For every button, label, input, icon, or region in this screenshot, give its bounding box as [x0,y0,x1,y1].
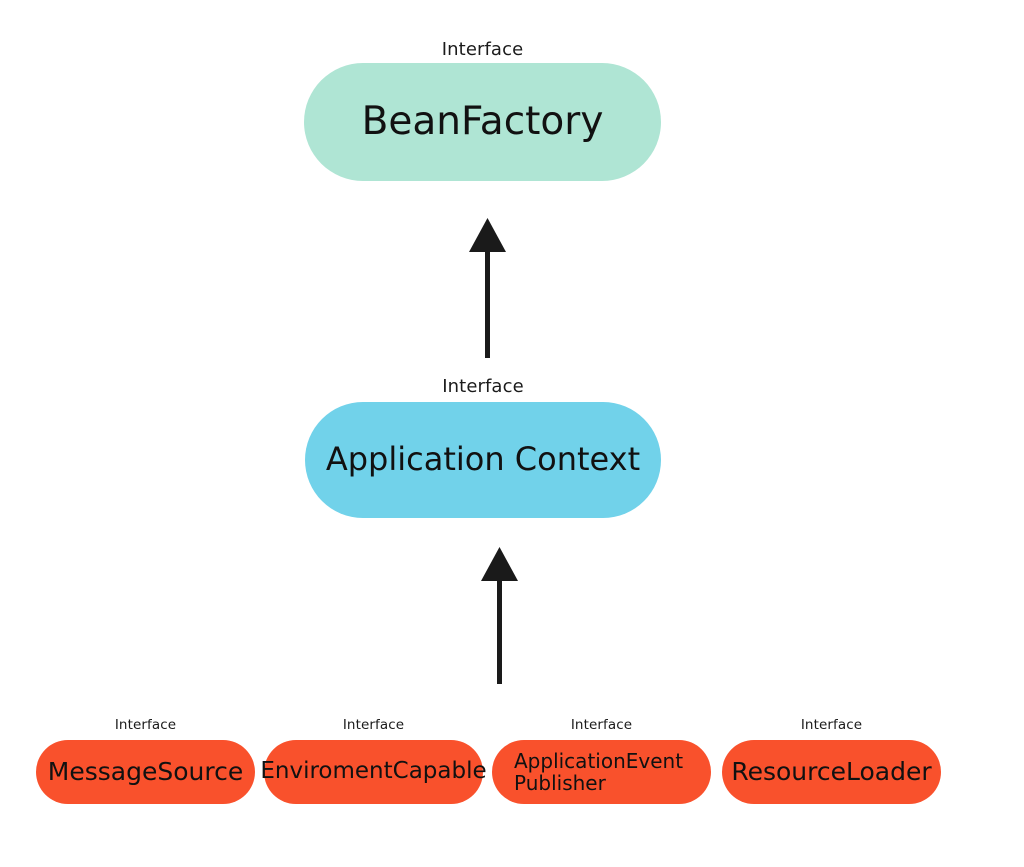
node-application-event-publisher-label: ApplicationEvent Publisher [514,748,684,795]
node-application-context-label: Application Context [325,440,641,479]
node-message-source-label: MessageSource [47,757,244,786]
node-enviroment-capable-label: EnviromentCapable [260,758,487,785]
application-context-stereotype-label: Interface [442,376,524,397]
resourceloader-stereotype-label: Interface [800,717,863,733]
enviromentcapable-stereotype-label: Interface [342,717,405,733]
node-resource-loader-label: ResourceLoader [731,757,932,786]
arrow-leaves-to-application-context [481,547,518,684]
node-application-event-publisher[interactable]: ApplicationEvent Publisher [492,740,711,804]
applicationeventpublisher-stereotype-label: Interface [570,717,633,733]
node-enviroment-capable[interactable]: EnviromentCapable [260,740,487,804]
node-resource-loader[interactable]: ResourceLoader [722,740,941,804]
beanfactory-stereotype-label: Interface [441,39,524,60]
arrow-appcontext-to-beanfactory [469,218,506,358]
messagesource-stereotype-label: Interface [114,717,177,733]
node-beanfactory-label: BeanFactory [361,99,604,145]
node-application-context[interactable]: Application Context [305,402,661,518]
node-message-source[interactable]: MessageSource [36,740,255,804]
node-beanfactory[interactable]: BeanFactory [304,63,661,181]
